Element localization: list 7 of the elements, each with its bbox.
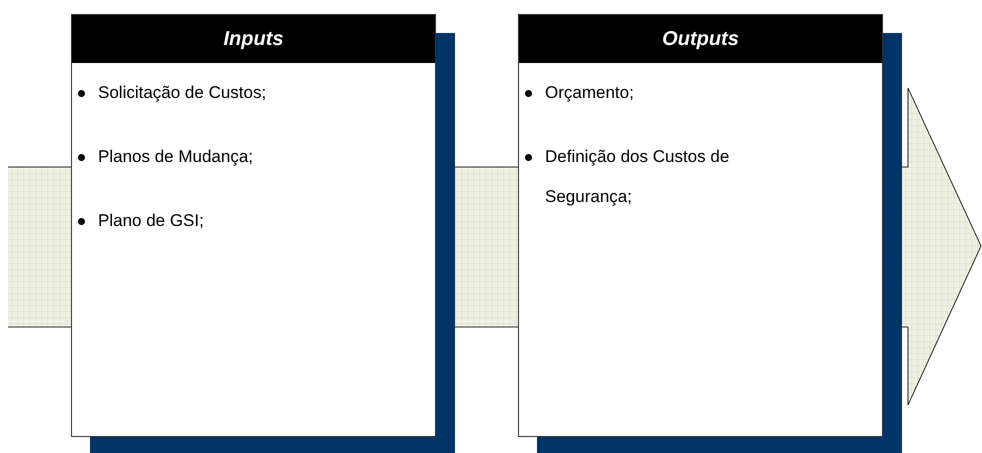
card-heading: Inputs <box>72 15 435 63</box>
list-item: Solicitação de Custos; <box>98 82 268 104</box>
list-item: Plano de GSI; <box>98 210 205 232</box>
list-item: Planos de Mudança; <box>98 146 254 168</box>
list-item: Orçamento; <box>545 82 635 104</box>
list-item: Definição dos Custos de Segurança; <box>545 146 730 208</box>
card-heading: Outputs <box>519 15 882 63</box>
